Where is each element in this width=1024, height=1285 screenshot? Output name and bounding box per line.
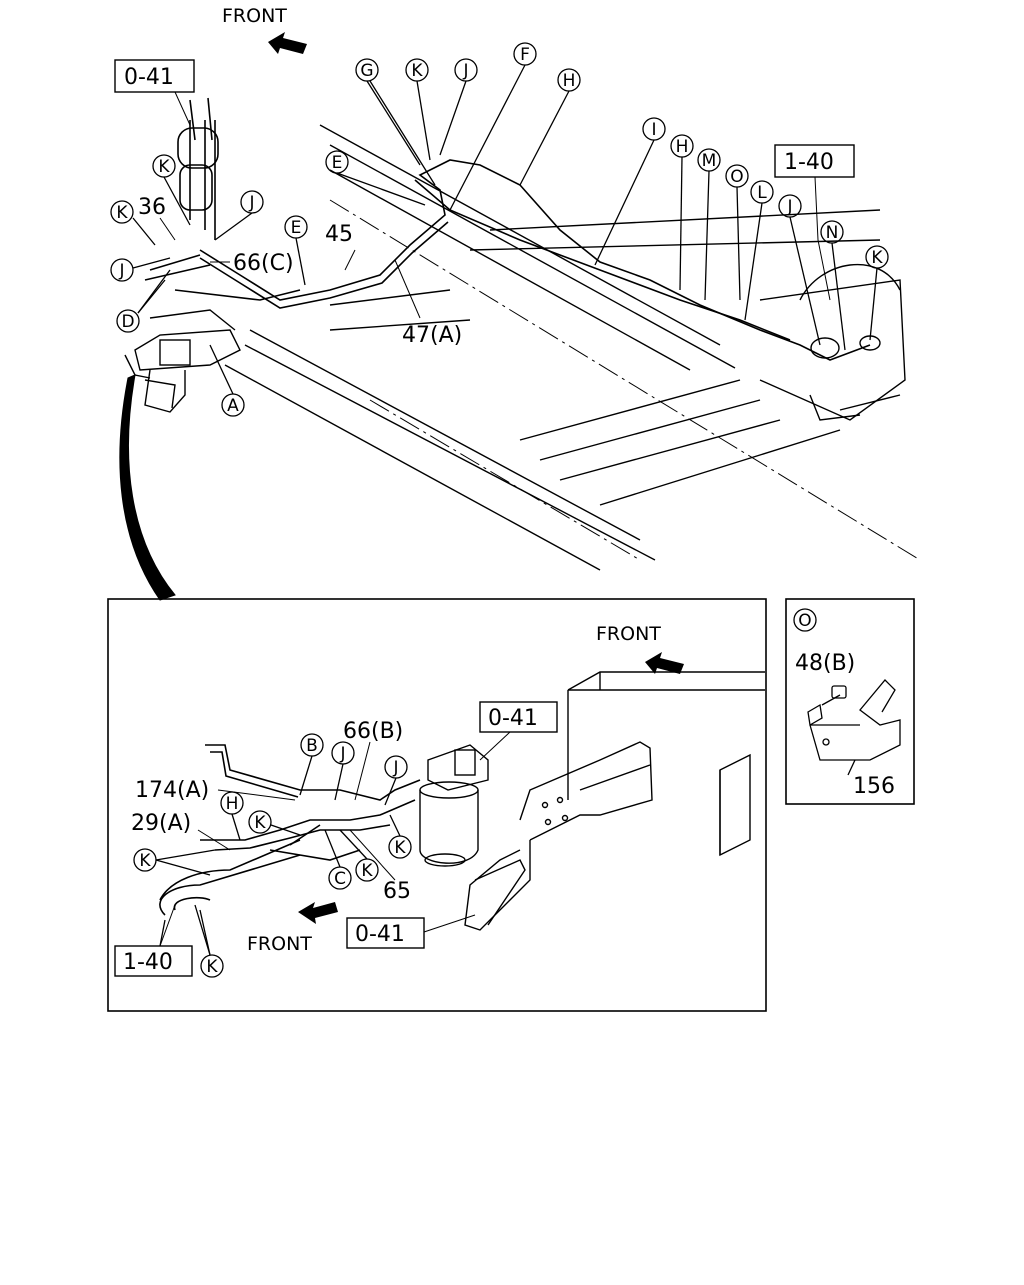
svg-text:I: I xyxy=(651,120,656,140)
svg-text:K: K xyxy=(871,248,883,268)
svg-text:E: E xyxy=(291,218,302,238)
svg-text:O: O xyxy=(798,611,811,631)
part-label-29a: 29(A) xyxy=(131,811,191,836)
svg-text:K: K xyxy=(116,203,128,223)
inset-letter-o: O xyxy=(793,608,817,632)
front-arrow-detail-2-icon xyxy=(298,902,338,924)
svg-text:1-40: 1-40 xyxy=(123,950,173,975)
frame-rail-detail xyxy=(567,671,765,857)
svg-text:H: H xyxy=(676,137,689,157)
callout-letter-text-top: G K J F H I H M O L J N K K J E E K J D … xyxy=(116,45,883,416)
svg-text:H: H xyxy=(563,71,576,91)
svg-text:J: J xyxy=(339,744,345,764)
svg-text:K: K xyxy=(139,851,151,871)
svg-text:0-41: 0-41 xyxy=(124,65,174,90)
svg-text:L: L xyxy=(757,183,767,203)
svg-text:1-40: 1-40 xyxy=(784,150,834,175)
callout-letters-top xyxy=(110,42,889,417)
callout-letters-detail xyxy=(133,733,412,978)
clip-part-drawing xyxy=(807,679,901,776)
bracket-detail xyxy=(464,741,653,931)
svg-text:K: K xyxy=(394,838,406,858)
svg-text:B: B xyxy=(306,736,318,756)
svg-text:J: J xyxy=(462,61,468,81)
ref-box-0-41-detail-upper: 0-41 xyxy=(479,701,558,761)
part-label-66b: 66(B) xyxy=(343,719,403,744)
part-label-48b: 48(B) xyxy=(795,651,855,676)
svg-text:D: D xyxy=(121,312,134,332)
ref-box-1-40-detail: 1-40 xyxy=(114,904,193,977)
svg-text:K: K xyxy=(254,813,266,833)
svg-text:0-41: 0-41 xyxy=(488,706,538,731)
part-label-45: 45 xyxy=(325,222,353,247)
svg-text:M: M xyxy=(702,151,717,171)
leaders-top xyxy=(159,217,421,319)
ref-box-1-40-top: 1-40 xyxy=(774,144,855,301)
svg-text:K: K xyxy=(361,861,373,881)
detail-callout-arrow xyxy=(119,374,176,601)
svg-text:K: K xyxy=(411,61,423,81)
svg-text:F: F xyxy=(520,45,530,65)
ref-box-0-41-top: 0-41 xyxy=(114,59,195,126)
filter-assembly-top xyxy=(124,309,241,413)
front-label-detail-2: FRONT xyxy=(247,933,312,955)
svg-text:0-41: 0-41 xyxy=(355,922,405,947)
svg-text:J: J xyxy=(248,193,254,213)
front-label-top: FRONT xyxy=(222,5,287,27)
fuel-lines-detail xyxy=(159,744,421,916)
svg-text:G: G xyxy=(360,61,373,81)
svg-text:J: J xyxy=(392,758,398,778)
svg-text:N: N xyxy=(826,223,839,243)
ref-box-0-41-detail-lower: 0-41 xyxy=(346,914,476,949)
fuel-filter-detail xyxy=(419,744,489,867)
front-arrow-detail-1-icon xyxy=(645,652,684,674)
part-label-36: 36 xyxy=(138,195,166,220)
callout-letter-text-detail: B J J H K K C K K K xyxy=(139,736,406,977)
chassis-frame xyxy=(224,124,921,571)
front-label-detail-1: FRONT xyxy=(596,623,661,645)
svg-text:A: A xyxy=(227,396,239,416)
svg-text:E: E xyxy=(332,153,343,173)
front-arrow-top-icon xyxy=(268,32,307,54)
svg-text:J: J xyxy=(786,197,792,217)
part-label-65: 65 xyxy=(383,879,411,904)
svg-text:H: H xyxy=(226,794,239,814)
svg-text:K: K xyxy=(158,157,170,177)
svg-text:K: K xyxy=(206,957,218,977)
svg-text:O: O xyxy=(730,167,743,187)
part-label-47a: 47(A) xyxy=(402,323,462,348)
svg-text:C: C xyxy=(334,869,346,889)
part-label-66c: 66(C) xyxy=(233,251,294,276)
detail-frame xyxy=(107,598,767,1012)
svg-text:J: J xyxy=(118,261,124,281)
inset-frame xyxy=(785,598,915,805)
part-label-174a: 174(A) xyxy=(135,778,209,803)
part-label-156: 156 xyxy=(853,774,895,799)
